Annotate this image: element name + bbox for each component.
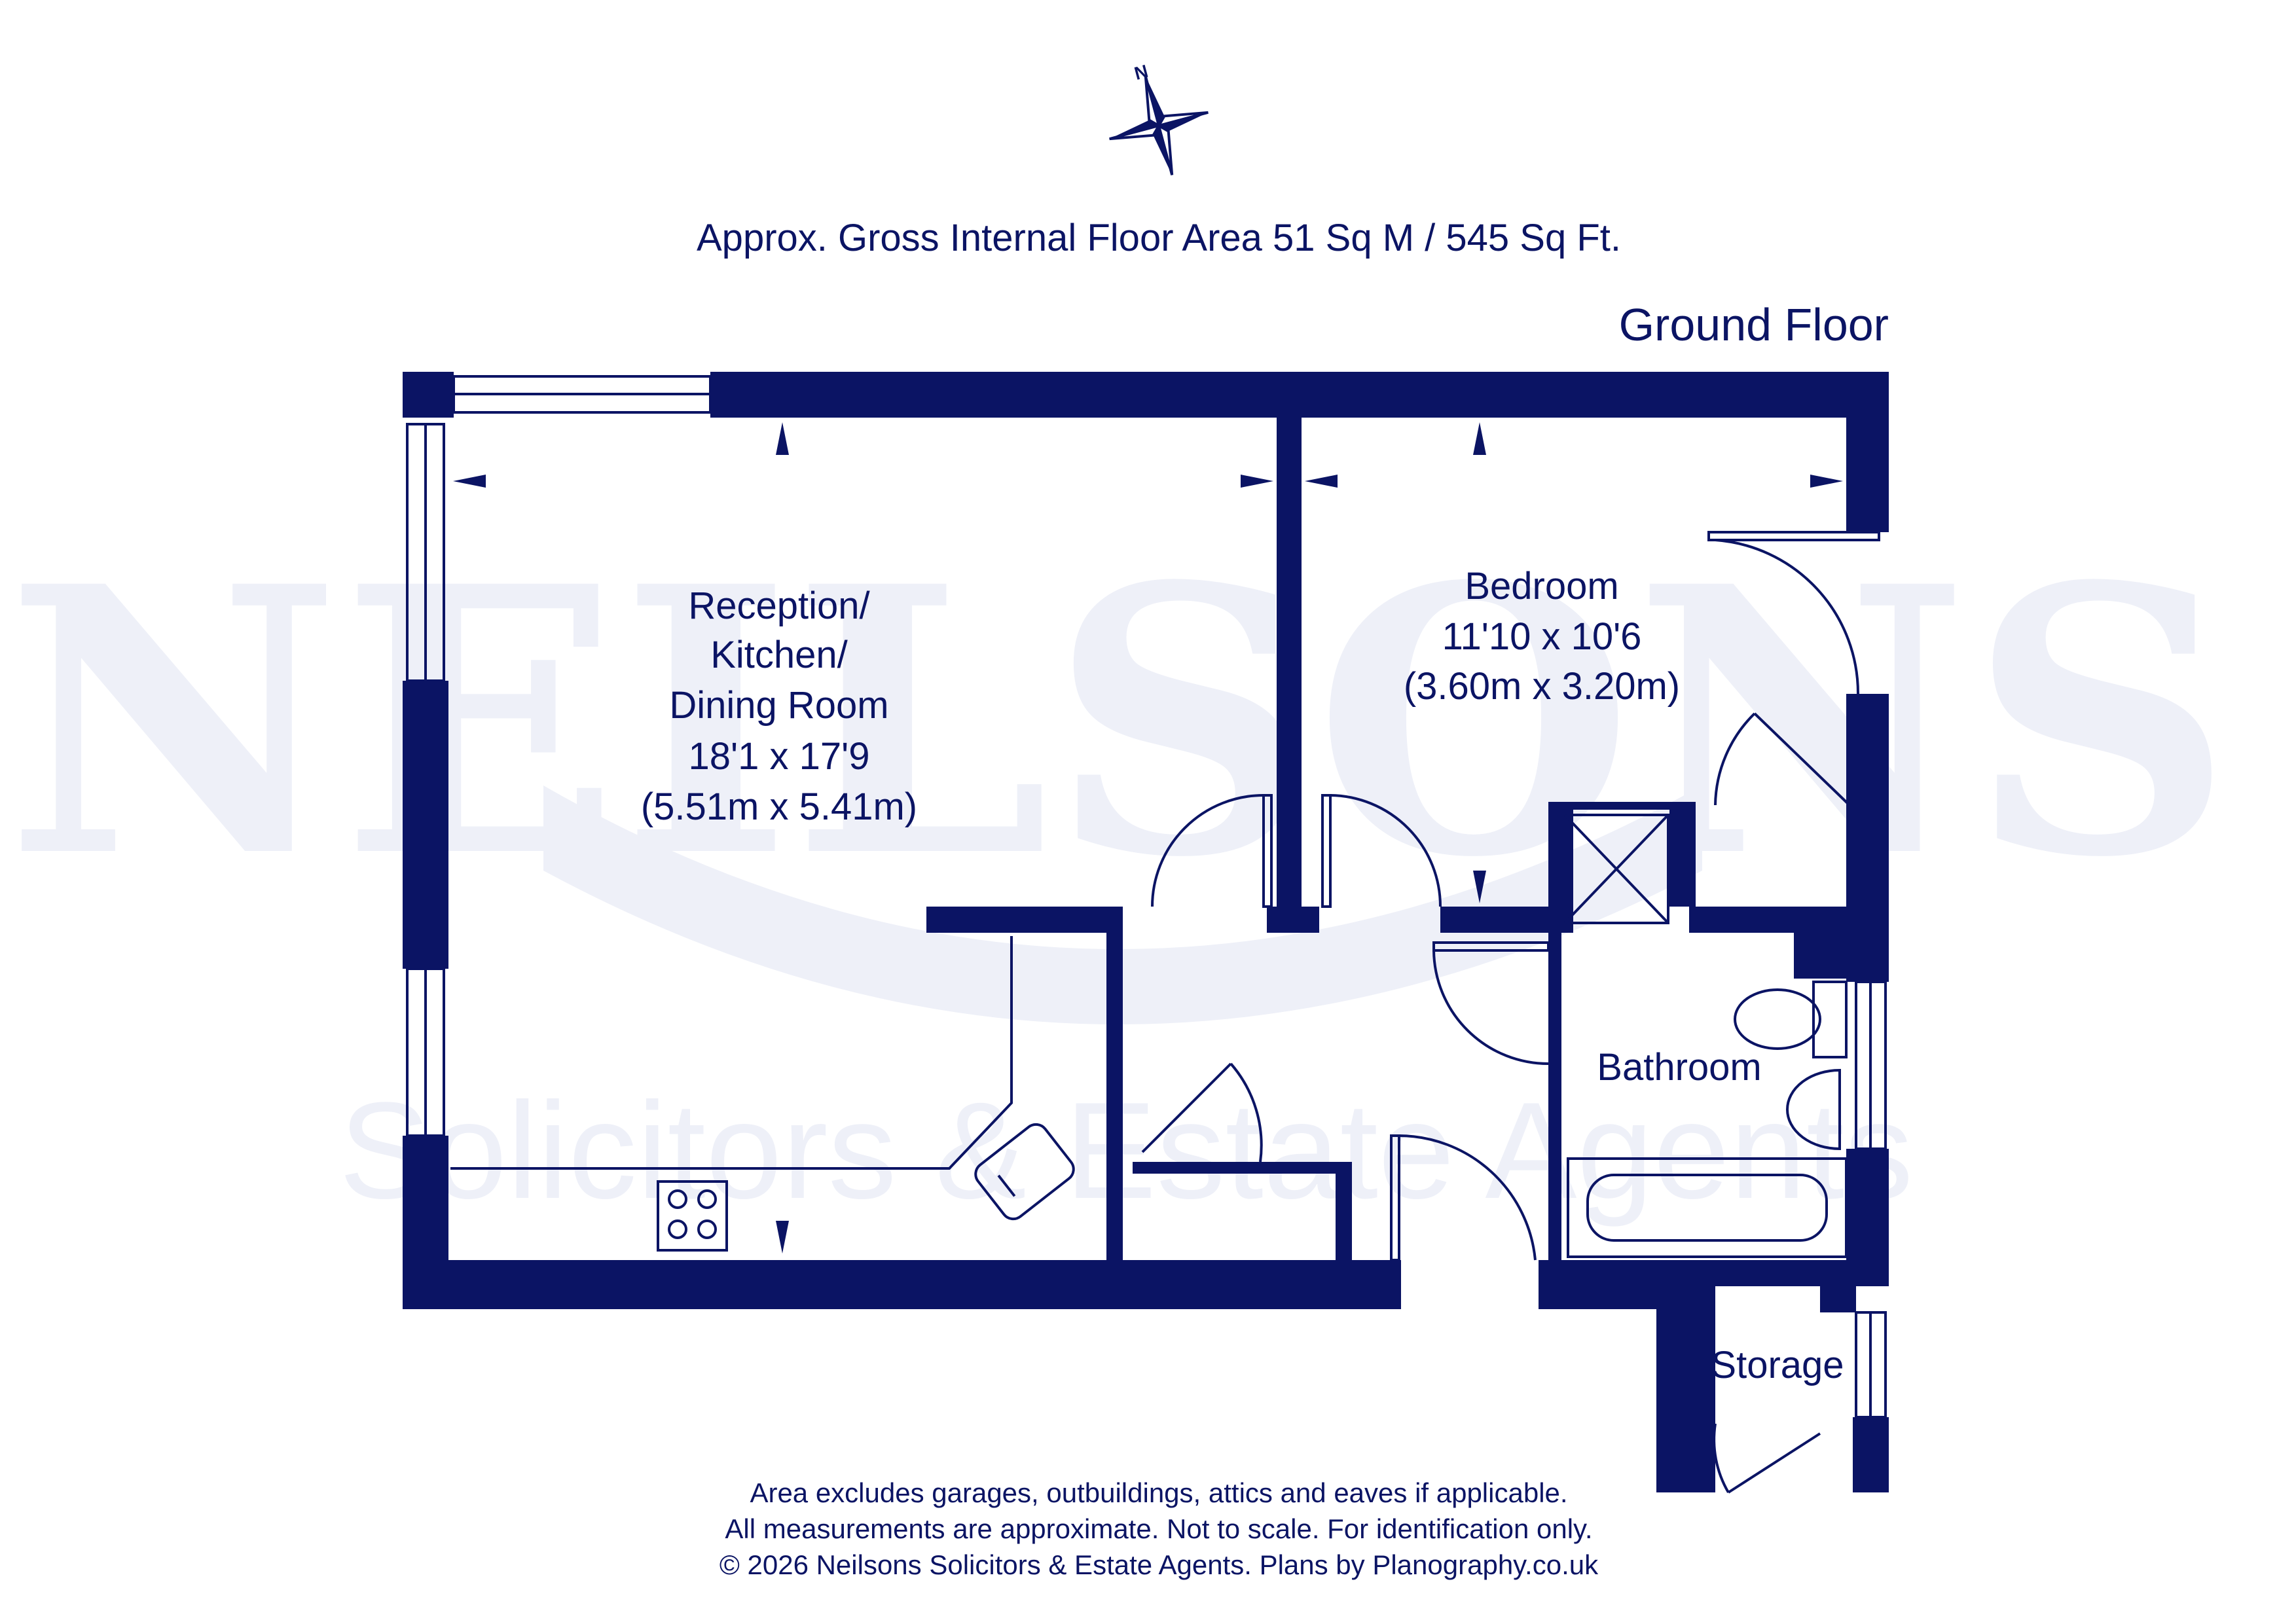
watermark-tagline: Solicitors & Estate Agents bbox=[339, 1074, 1914, 1227]
shower-tray-icon bbox=[1563, 814, 1669, 924]
footer-line-3: © 2026 Neilsons Solicitors & Estate Agen… bbox=[720, 1549, 1599, 1580]
walls bbox=[403, 372, 1889, 1492]
doors bbox=[1141, 531, 1880, 1494]
room-label-bathroom: Bathroom bbox=[1597, 1046, 1761, 1089]
reception-name-line-1: Reception/ bbox=[688, 585, 870, 627]
reception-name-line-3: Dining Room bbox=[669, 684, 888, 727]
bedroom-imperial: 11'10 x 10'6 bbox=[1442, 615, 1642, 658]
room-label-bedroom: Bedroom 11'10 x 10'6 (3.60m x 3.20m) bbox=[1404, 565, 1680, 708]
footer-line-1: Area excludes garages, outbuildings, att… bbox=[750, 1477, 1567, 1508]
hob-icon bbox=[657, 1180, 728, 1252]
bedroom-metric: (3.60m x 3.20m) bbox=[1404, 665, 1680, 708]
compass-rose-icon bbox=[1109, 76, 1209, 175]
compass-north-label: N bbox=[1132, 61, 1150, 84]
reception-name-line-2: Kitchen/ bbox=[710, 634, 848, 676]
room-label-reception: Reception/ Kitchen/ Dining Room 18'1 x 1… bbox=[641, 585, 917, 828]
sink-icon bbox=[974, 1123, 1075, 1221]
dimension-arrows bbox=[453, 422, 1843, 1254]
bedroom-name: Bedroom bbox=[1465, 565, 1618, 607]
reception-metric: (5.51m x 5.41m) bbox=[641, 785, 917, 828]
kitchen-fittings bbox=[450, 936, 1075, 1252]
bathroom-fittings bbox=[1563, 814, 1848, 1258]
watermark-arc bbox=[543, 785, 1702, 1024]
floor-label: Ground Floor bbox=[1619, 299, 1889, 350]
floor-area-text: Approx. Gross Internal Floor Area 51 Sq … bbox=[697, 217, 1621, 259]
bath-icon bbox=[1567, 1157, 1848, 1258]
room-label-storage: Storage bbox=[1711, 1344, 1844, 1386]
watermark-brand: NEILSONS bbox=[6, 507, 2234, 938]
basin-icon bbox=[1786, 1068, 1841, 1151]
windows bbox=[406, 375, 1887, 1418]
footer-line-2: All measurements are approximate. Not to… bbox=[725, 1513, 1592, 1544]
reception-imperial: 18'1 x 17'9 bbox=[689, 735, 870, 778]
toilet-icon bbox=[1734, 981, 1848, 1058]
